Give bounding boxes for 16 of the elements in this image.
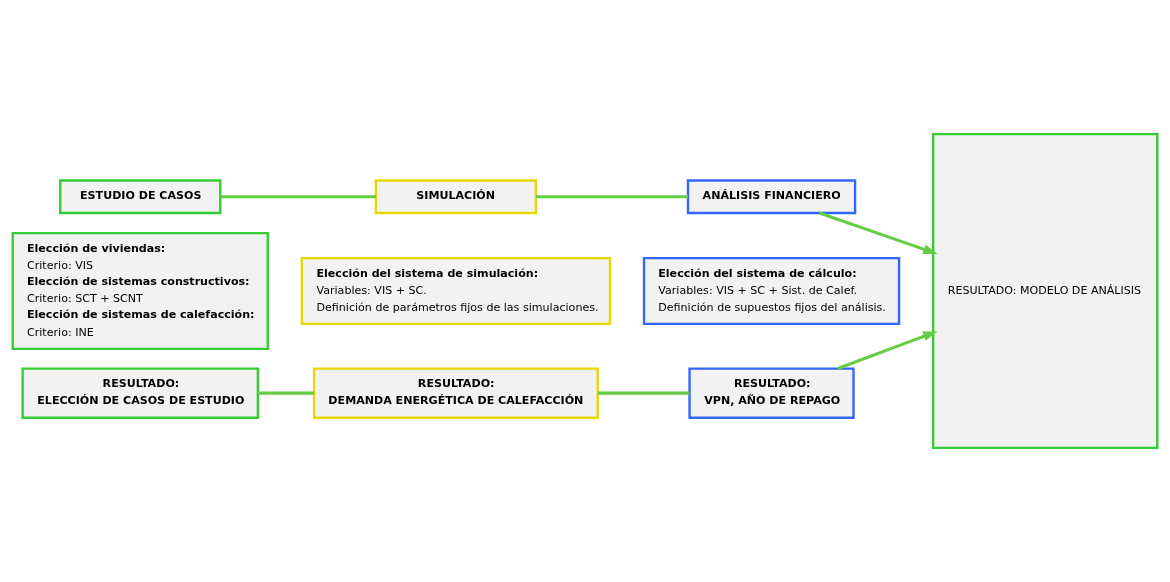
connector: [597, 391, 690, 395]
connector: [258, 391, 314, 395]
node-box: RESULTADO: ELECCIÓN DE CASOS DE ESTUDIO: [21, 367, 260, 419]
node-box: ESTUDIO DE CASOS: [59, 179, 222, 215]
node-box: RESULTADO: VPN, AÑO DE REPAGO: [688, 367, 855, 419]
connector: [535, 195, 688, 199]
node-box: SIMULACIÓN: [374, 179, 538, 215]
arrow: [818, 211, 938, 254]
node-box: ANÁLISIS FINANCIERO: [686, 179, 857, 215]
arrow: [837, 331, 938, 371]
connector: [220, 195, 376, 199]
node-box: Elección del sistema de simulación: Variables: VIS + SC. Definición de parámetros fijos de las simulaciones.: [300, 256, 612, 326]
node-box: RESULTADO: DEMANDA ENERGÉTICA DE CALEFACCIÓN: [312, 367, 599, 419]
node-box: RESULTADO: MODELO DE ANÁLISIS: [931, 133, 1159, 449]
node-box: Elección del sistema de cálculo: Variables: VIS + SC + Sist. de Calef. Definición de supuestos fijos del análisis.: [642, 256, 901, 326]
node-box: Elección de viviendas: Criterio: VIS Elección de sistemas constructivos: Criterio: SCT + SCNT Elección de sistemas de calefacción: Criterio: INE: [11, 232, 269, 350]
